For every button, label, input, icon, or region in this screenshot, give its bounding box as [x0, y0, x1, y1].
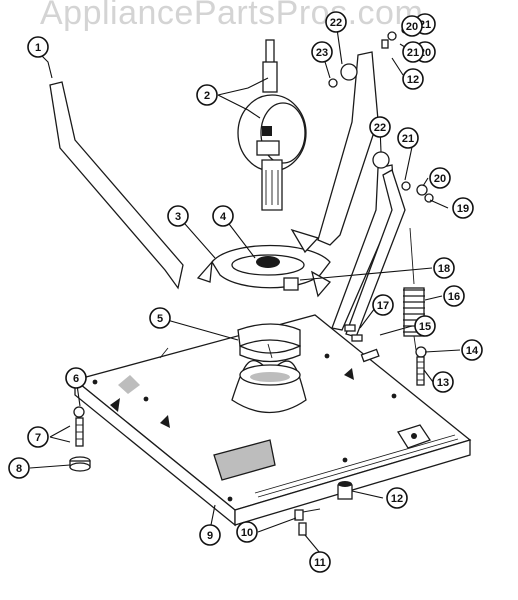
callout-circle: [8, 457, 30, 479]
callout-circle: [402, 41, 424, 63]
callout-17: 17: [372, 294, 394, 316]
callout-12: 12: [402, 68, 424, 90]
callout-circle: [149, 307, 171, 329]
callout-label: 8: [16, 463, 22, 475]
callout-circle: [402, 68, 424, 90]
callout-label: 9: [207, 530, 213, 542]
callout-11: 11: [309, 551, 331, 573]
center-boot: [231, 360, 307, 414]
hook-bolt: [415, 346, 427, 386]
callout-20: 20: [429, 167, 451, 189]
callout-circle: [369, 116, 391, 138]
callout-4: 4: [212, 205, 234, 227]
callout-label: 20: [434, 173, 446, 185]
callout-12: 12: [386, 487, 408, 509]
callout-13: 13: [432, 371, 454, 393]
callout-20: 20: [401, 15, 423, 37]
transmission: [237, 39, 307, 211]
split-collar: [237, 323, 301, 363]
callout-label: 2: [204, 90, 210, 102]
callout-19: 19: [452, 197, 474, 219]
callout-1: 1: [27, 36, 49, 58]
callout-label: 19: [457, 203, 469, 215]
callout-10: 10: [236, 521, 258, 543]
callout-label: 22: [330, 17, 342, 29]
callout-14: 14: [461, 339, 483, 361]
foot-and-screw: [294, 481, 353, 536]
agitator-drive: [196, 228, 332, 298]
callout-label: 3: [175, 211, 181, 223]
callout-circle: [401, 15, 423, 37]
callout-circle: [386, 487, 408, 509]
callout-21: 21: [397, 127, 419, 149]
callout-label: 21: [407, 47, 419, 59]
callout-label: 17: [377, 300, 389, 312]
hardware: [328, 26, 434, 363]
callout-label: 12: [391, 493, 403, 505]
callout-8: 8: [8, 457, 30, 479]
callout-circle: [311, 41, 333, 63]
callout-21: 21: [402, 41, 424, 63]
callout-label: 12: [407, 74, 419, 86]
callout-18: 18: [433, 257, 455, 279]
watermark: AppliancePartsPros.com: [40, 0, 424, 32]
callout-circle: [372, 294, 394, 316]
callout-label: 20: [406, 21, 418, 33]
callout-label: 15: [419, 321, 431, 333]
callout-label: 14: [466, 345, 479, 357]
callout-label: 7: [35, 432, 41, 444]
callout-circle: [309, 551, 331, 573]
callout-circle: [433, 257, 455, 279]
callout-circle: [397, 127, 419, 149]
callout-circle: [432, 371, 454, 393]
callout-label: 18: [438, 263, 450, 275]
callout-23: 23: [311, 41, 333, 63]
callout-label: 13: [437, 377, 449, 389]
right-support-brackets: [317, 51, 406, 338]
callout-label: 21: [402, 133, 414, 145]
callout-circle: [461, 339, 483, 361]
callout-circle: [325, 11, 347, 33]
suspension-spring: [403, 227, 425, 351]
callout-3: 3: [167, 205, 189, 227]
callout-22: 22: [369, 116, 391, 138]
callout-circle: [429, 167, 451, 189]
callout-22: 22: [325, 11, 347, 33]
callout-label: 10: [241, 527, 253, 539]
callout-label: 6: [73, 373, 79, 385]
callout-circle: [65, 367, 87, 389]
callout-16: 16: [443, 285, 465, 307]
callout-label: 16: [448, 291, 460, 303]
leveling-foot: [69, 406, 91, 472]
callout-circle: [199, 524, 221, 546]
callout-9: 9: [199, 524, 221, 546]
callout-15: 15: [414, 315, 436, 337]
left-support-strap: [49, 81, 184, 290]
callout-6: 6: [65, 367, 87, 389]
callout-2: 2: [196, 84, 218, 106]
callout-circle: [212, 205, 234, 227]
base-plate: [73, 314, 472, 527]
callout-label: 1: [35, 42, 41, 54]
callout-label: 4: [220, 211, 227, 223]
callout-label: 5: [157, 313, 163, 325]
callout-circle: [414, 315, 436, 337]
callout-circle: [27, 426, 49, 448]
callout-label: 11: [314, 557, 326, 569]
callout-circle: [196, 84, 218, 106]
callout-circle: [236, 521, 258, 543]
callout-5: 5: [149, 307, 171, 329]
callout-circle: [452, 197, 474, 219]
callout-label: 22: [374, 122, 386, 134]
callout-circle: [443, 285, 465, 307]
callout-circle: [27, 36, 49, 58]
callout-7: 7: [27, 426, 49, 448]
callout-label: 23: [316, 47, 328, 59]
callout-circle: [167, 205, 189, 227]
